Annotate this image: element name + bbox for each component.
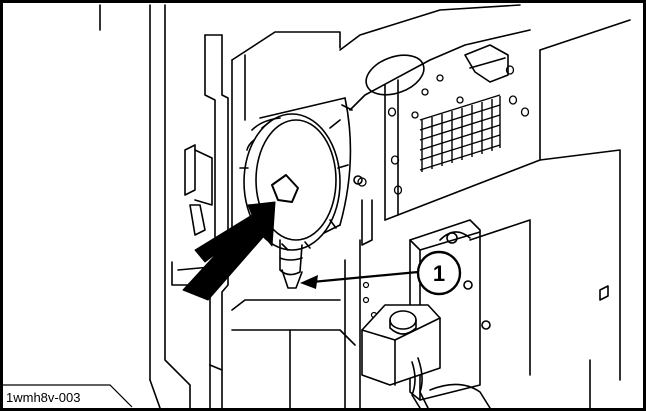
callout-1: 1 <box>416 250 462 296</box>
pointer-arrow-icon <box>300 270 419 289</box>
figure-id-text: 1wmh8v-003 <box>6 390 80 405</box>
vent-grid <box>419 94 501 172</box>
cover-knob <box>271 174 299 203</box>
figure-id-label: 1wmh8v-003 <box>3 384 133 408</box>
dust-evacuator-valve <box>279 239 303 289</box>
junction-box <box>361 304 491 409</box>
left-cabinet-panel <box>99 4 191 409</box>
push-arrow-icon <box>182 201 276 301</box>
callout-number: 1 <box>433 261 445 286</box>
housing-bolts <box>357 65 530 195</box>
door-hinge <box>171 34 233 409</box>
right-panel <box>469 149 621 409</box>
